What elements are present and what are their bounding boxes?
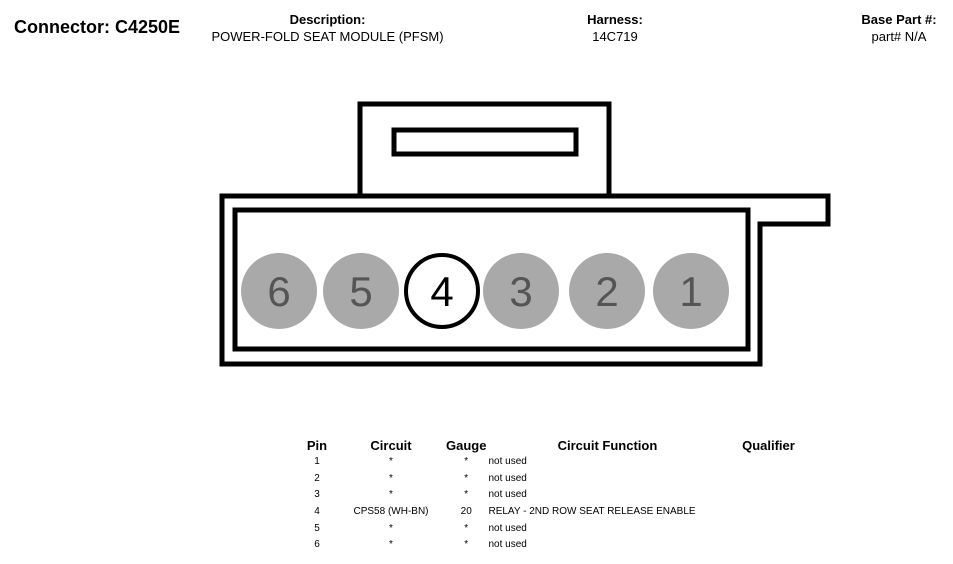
cell-gauge: * — [464, 472, 469, 484]
header-qualifier: Qualifier — [742, 437, 795, 453]
cell-function: not used — [488, 539, 527, 551]
table-row: 2 * * not used — [298, 471, 808, 488]
cell-qualifier — [728, 471, 808, 488]
header-function: Circuit Function — [557, 437, 658, 453]
description-block: Description: POWER-FOLD SEAT MODULE (PFS… — [195, 12, 460, 46]
pin-number: 1 — [679, 268, 702, 315]
table-row: 1 * * not used — [298, 454, 808, 471]
cell-circuit: CPS58 (WH-BN) — [353, 506, 429, 518]
table-row: 6 * * not used — [298, 537, 808, 554]
pin-table-header: Pin Circuit Gauge Circuit Function Quali… — [298, 436, 808, 454]
pin-cavity — [241, 253, 317, 329]
header-pin: Pin — [306, 437, 328, 453]
pin-number: 2 — [595, 268, 618, 315]
cell-circuit: * — [389, 472, 393, 484]
cell-gauge: * — [464, 539, 469, 551]
base-part-value: part# N/A — [871, 29, 927, 44]
cell-qualifier — [728, 487, 808, 504]
pin-cavity — [483, 253, 559, 329]
cell-gauge: * — [464, 456, 469, 468]
cell-qualifier — [728, 504, 808, 521]
pin-5: 5 — [323, 253, 399, 329]
harness-block: Harness: 14C719 — [560, 12, 670, 46]
cell-qualifier — [728, 454, 808, 471]
cell-pin: 6 — [314, 539, 320, 551]
cell-pin: 5 — [314, 522, 320, 534]
table-row: 4 CPS58 (WH-BN) 20 RELAY - 2ND ROW SEAT … — [298, 504, 808, 521]
pin-number: 3 — [509, 268, 532, 315]
cell-gauge: 20 — [460, 506, 472, 518]
pin-table: Pin Circuit Gauge Circuit Function Quali… — [298, 436, 808, 554]
cell-circuit: * — [389, 489, 393, 501]
cell-pin: 1 — [314, 456, 320, 468]
harness-label: Harness: — [587, 12, 643, 27]
harness-value: 14C719 — [592, 29, 638, 44]
pins-group: 6 5 4 3 2 1 — [241, 253, 729, 329]
connector-title: Connector: C4250E — [14, 17, 181, 37]
pin-4: 4 — [404, 253, 480, 329]
pin-2: 2 — [569, 253, 645, 329]
latch-slot — [391, 127, 579, 157]
base-part-label: Base Part #: — [861, 12, 937, 27]
pin-number: 4 — [430, 268, 453, 315]
cell-gauge: * — [464, 489, 469, 501]
cell-function: not used — [488, 522, 527, 534]
pin-6: 6 — [241, 253, 317, 329]
header-circuit: Circuit — [370, 437, 412, 453]
pin-number: 5 — [349, 268, 372, 315]
header-gauge: Gauge — [446, 437, 487, 453]
cell-pin: 3 — [314, 489, 320, 501]
pin-3: 3 — [483, 253, 559, 329]
base-part-block: Base Part #: part# N/A — [840, 12, 953, 46]
cell-function: not used — [488, 472, 527, 484]
pin-1: 1 — [653, 253, 729, 329]
cell-qualifier — [728, 537, 808, 554]
pin-cavity — [653, 253, 729, 329]
pin-cavity — [323, 253, 399, 329]
cell-function: RELAY - 2ND ROW SEAT RELEASE ENABLE — [488, 506, 696, 518]
cell-pin: 4 — [314, 506, 320, 518]
cell-gauge: * — [464, 522, 469, 534]
table-row: 5 * * not used — [298, 520, 808, 537]
cell-function: not used — [488, 489, 527, 501]
cell-pin: 2 — [314, 472, 320, 484]
pin-cavity — [404, 253, 480, 329]
cell-circuit: * — [389, 456, 393, 468]
cell-qualifier — [728, 520, 808, 537]
cell-function: not used — [488, 456, 527, 468]
description-value: POWER-FOLD SEAT MODULE (PFSM) — [211, 29, 444, 44]
pin-number: 6 — [267, 268, 290, 315]
cell-circuit: * — [389, 522, 393, 534]
table-row: 3 * * not used — [298, 487, 808, 504]
pin-cavity — [569, 253, 645, 329]
description-label: Description: — [289, 12, 366, 27]
cell-circuit: * — [389, 539, 393, 551]
